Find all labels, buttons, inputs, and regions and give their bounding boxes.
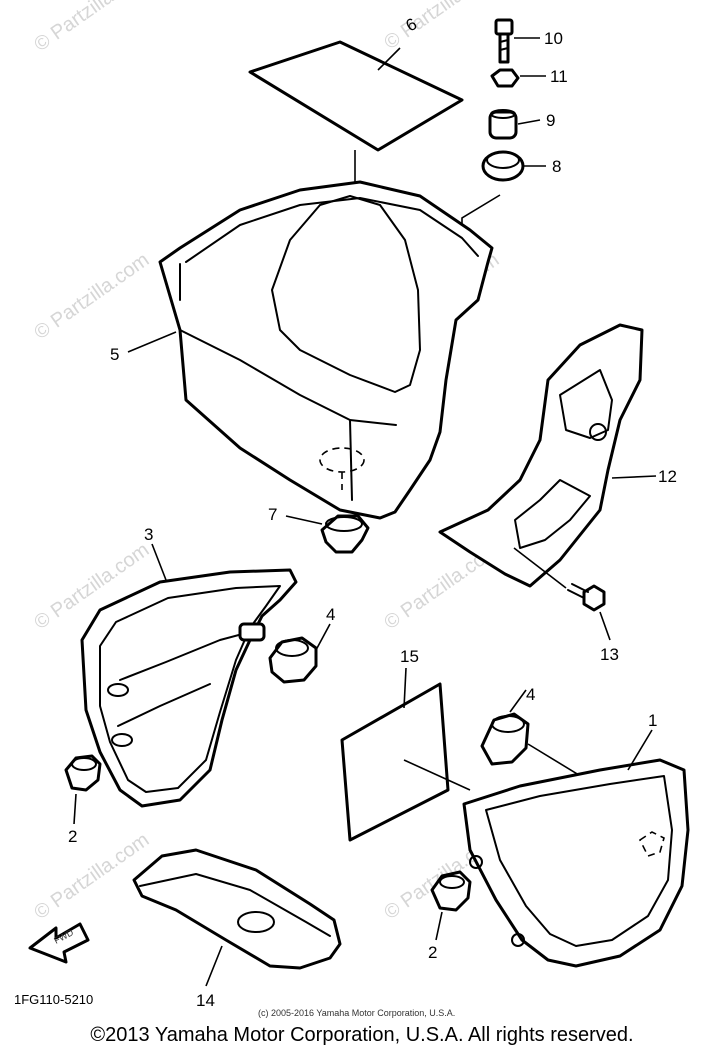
- callout-8: 8: [552, 157, 561, 176]
- part-8-grommet: [461, 150, 546, 232]
- callout-14: 14: [196, 991, 215, 1010]
- part-3-side-cover: [80, 543, 298, 808]
- part-11-nut: [490, 68, 546, 88]
- callout-2-left: 2: [68, 827, 77, 846]
- callout-12: 12: [658, 467, 677, 486]
- part-2-grommet-right: [430, 870, 472, 941]
- callout-9: 9: [546, 111, 555, 130]
- callout-13: 13: [600, 645, 619, 664]
- callout-1: 1: [648, 711, 657, 730]
- callout-labels: 6 10 11 9 8 5 12 7 3 4 13 15 4 1 2 2 14: [68, 14, 677, 1010]
- watermark: © Partzilla.com: [30, 0, 153, 56]
- part-5-battery-box: [127, 180, 494, 520]
- part-15-label: [340, 667, 471, 842]
- part-6-pad: [248, 40, 464, 205]
- part-10-bolt: [494, 18, 540, 64]
- small-copyright: (c) 2005-2016 Yamaha Motor Corporation, …: [258, 1008, 455, 1018]
- part-12-bracket: [438, 323, 657, 588]
- watermark: © Partzilla.com: [380, 0, 503, 54]
- footer-copyright: ©2013 Yamaha Motor Corporation, U.S.A. A…: [90, 1024, 634, 1046]
- callout-10: 10: [544, 29, 563, 48]
- callout-5: 5: [110, 345, 119, 364]
- callout-2-right: 2: [428, 943, 437, 962]
- part-9-collar: [488, 109, 541, 140]
- callout-4-right: 4: [526, 685, 535, 704]
- callout-4-left: 4: [326, 605, 335, 624]
- callout-15: 15: [400, 647, 419, 666]
- watermark: © Partzilla.com: [30, 829, 153, 924]
- diagram-code: 1FG110-5210: [14, 992, 93, 1007]
- callout-7: 7: [268, 505, 277, 524]
- callout-3: 3: [144, 525, 153, 544]
- part-2-grommet-left: [64, 754, 102, 825]
- watermark: © Partzilla.com: [30, 249, 153, 344]
- callout-11: 11: [550, 67, 568, 86]
- part-1-side-cover: [462, 729, 690, 968]
- part-14-cover: [132, 848, 342, 987]
- part-7-grommet: [285, 514, 370, 554]
- fwd-arrow: FWD: [28, 922, 90, 964]
- part-4-grommet-right: [480, 689, 621, 801]
- part-13-bolt: [513, 547, 611, 641]
- part-4-grommet-left: [268, 623, 331, 684]
